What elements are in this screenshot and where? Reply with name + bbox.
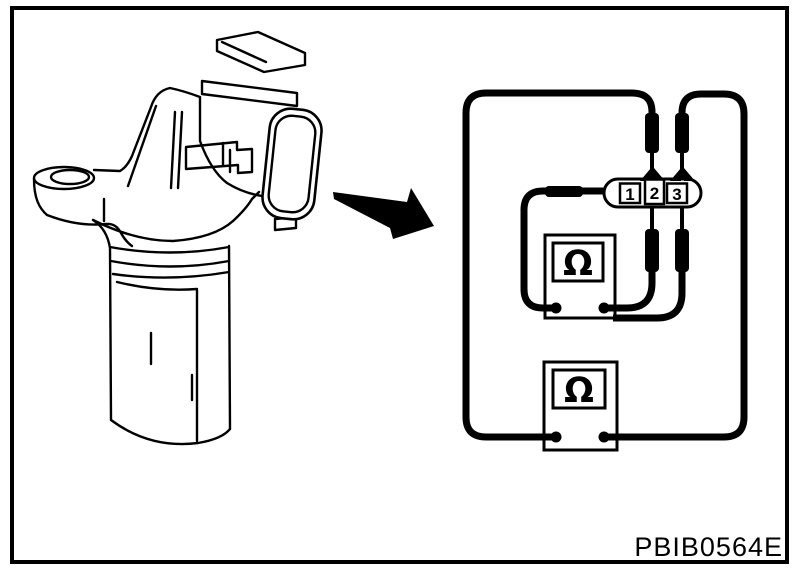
sensor-connector-face — [261, 107, 323, 221]
sensor-illustration — [32, 30, 323, 446]
terminal-dot — [550, 302, 562, 314]
test-probe-segment — [545, 186, 583, 197]
figure-code: PBIB0564E — [634, 532, 783, 562]
test-probe-segment — [645, 113, 659, 153]
ohmmeter-1: Ω — [543, 233, 617, 320]
test-probe-segment — [645, 229, 659, 272]
wire-pin3-loop-to-meter2 — [606, 90, 748, 441]
test-probe-segment — [675, 113, 689, 153]
ohmmeter-2-symbol: Ω — [564, 371, 594, 411]
sensor-connector-rail — [200, 79, 299, 108]
arrow-icon — [333, 188, 434, 239]
sensor-connector-rail-top — [215, 30, 307, 74]
wire-pin2-to-meter1 — [604, 240, 656, 312]
wire-pin2-loop-to-meter2 — [462, 89, 656, 441]
diagram-frame — [10, 6, 789, 564]
ohmmeter-2-display — [551, 368, 607, 410]
wire-pin3-down — [613, 240, 686, 322]
probe-leads — [650, 152, 684, 231]
sensor-outline — [32, 86, 298, 446]
sensor-mounting-hole — [49, 168, 91, 186]
terminal-dot — [598, 431, 610, 443]
wire-pin1-to-meter1 — [520, 187, 610, 312]
pin-1-label: 1 — [625, 185, 634, 204]
terminal-dot — [550, 431, 562, 443]
ohmmeter-1-body — [543, 233, 617, 320]
pin-3-label: 3 — [672, 185, 681, 204]
pin-2-label: 2 — [650, 184, 659, 203]
ohmmeter-2: Ω — [542, 360, 619, 452]
pin-box-2 — [643, 178, 666, 206]
ohmmeter-1-display — [551, 241, 605, 283]
circuit-diagram: 1 2 3 Ω Ω — [462, 89, 748, 452]
pin-box-1 — [618, 182, 642, 205]
terminal-dot — [598, 302, 610, 314]
ohmmeter-2-body — [542, 360, 619, 452]
test-probe-segment — [675, 229, 689, 272]
ohmmeter-1-symbol: Ω — [563, 244, 593, 284]
pin-box-3 — [665, 182, 689, 205]
